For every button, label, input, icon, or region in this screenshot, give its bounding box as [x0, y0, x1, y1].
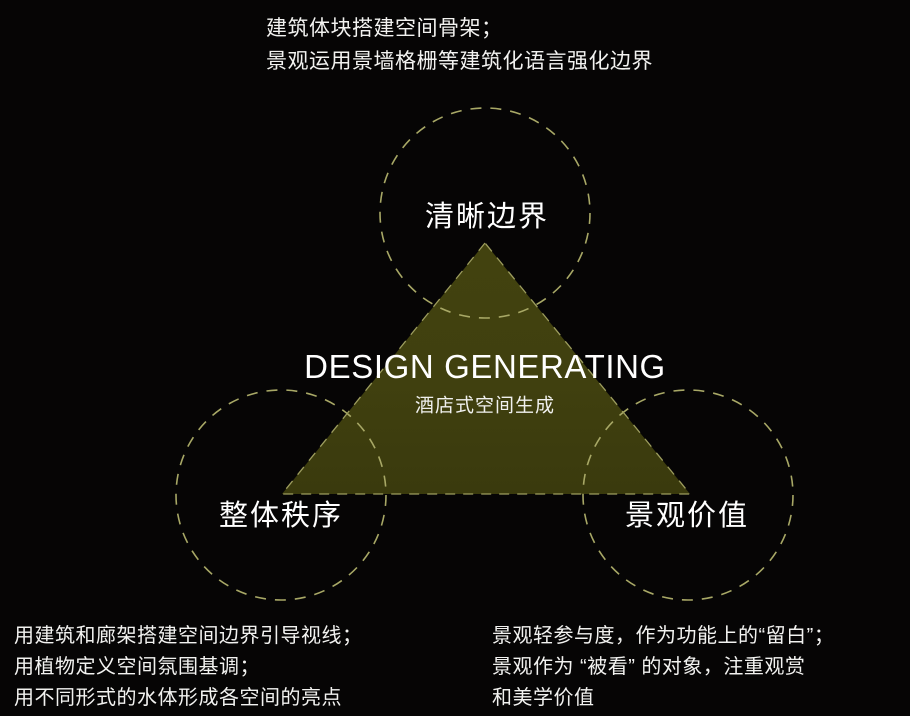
caption-bottom-right: 景观轻参与度，作为功能上的“留白”； 景观作为 “被看” 的对象，注重观赏 和美…: [492, 625, 835, 709]
center-triangle: [282, 243, 690, 494]
diagram-center-title: DESIGN GENERATING: [304, 348, 666, 385]
caption-bottom-left: 用建筑和廊架搭建空间边界引导视线； 用植物定义空间氛围基调； 用不同形式的水体形…: [14, 625, 363, 709]
circle-bottom-right: [582, 389, 794, 601]
circle-top: [379, 107, 591, 319]
circle-bottom-left: [175, 389, 387, 601]
node-label-left: 整体秩序: [218, 500, 344, 532]
triangle-outline: [280, 241, 692, 495]
diagram-center-subtitle: 酒店式空间生成: [414, 395, 556, 417]
caption-top: 建筑体块搭建空间骨架； 景观运用景墙格栅等建筑化语言强化边界: [266, 17, 653, 73]
node-label-top: 清晰边界: [424, 201, 550, 233]
node-label-right: 景观价值: [624, 500, 750, 532]
